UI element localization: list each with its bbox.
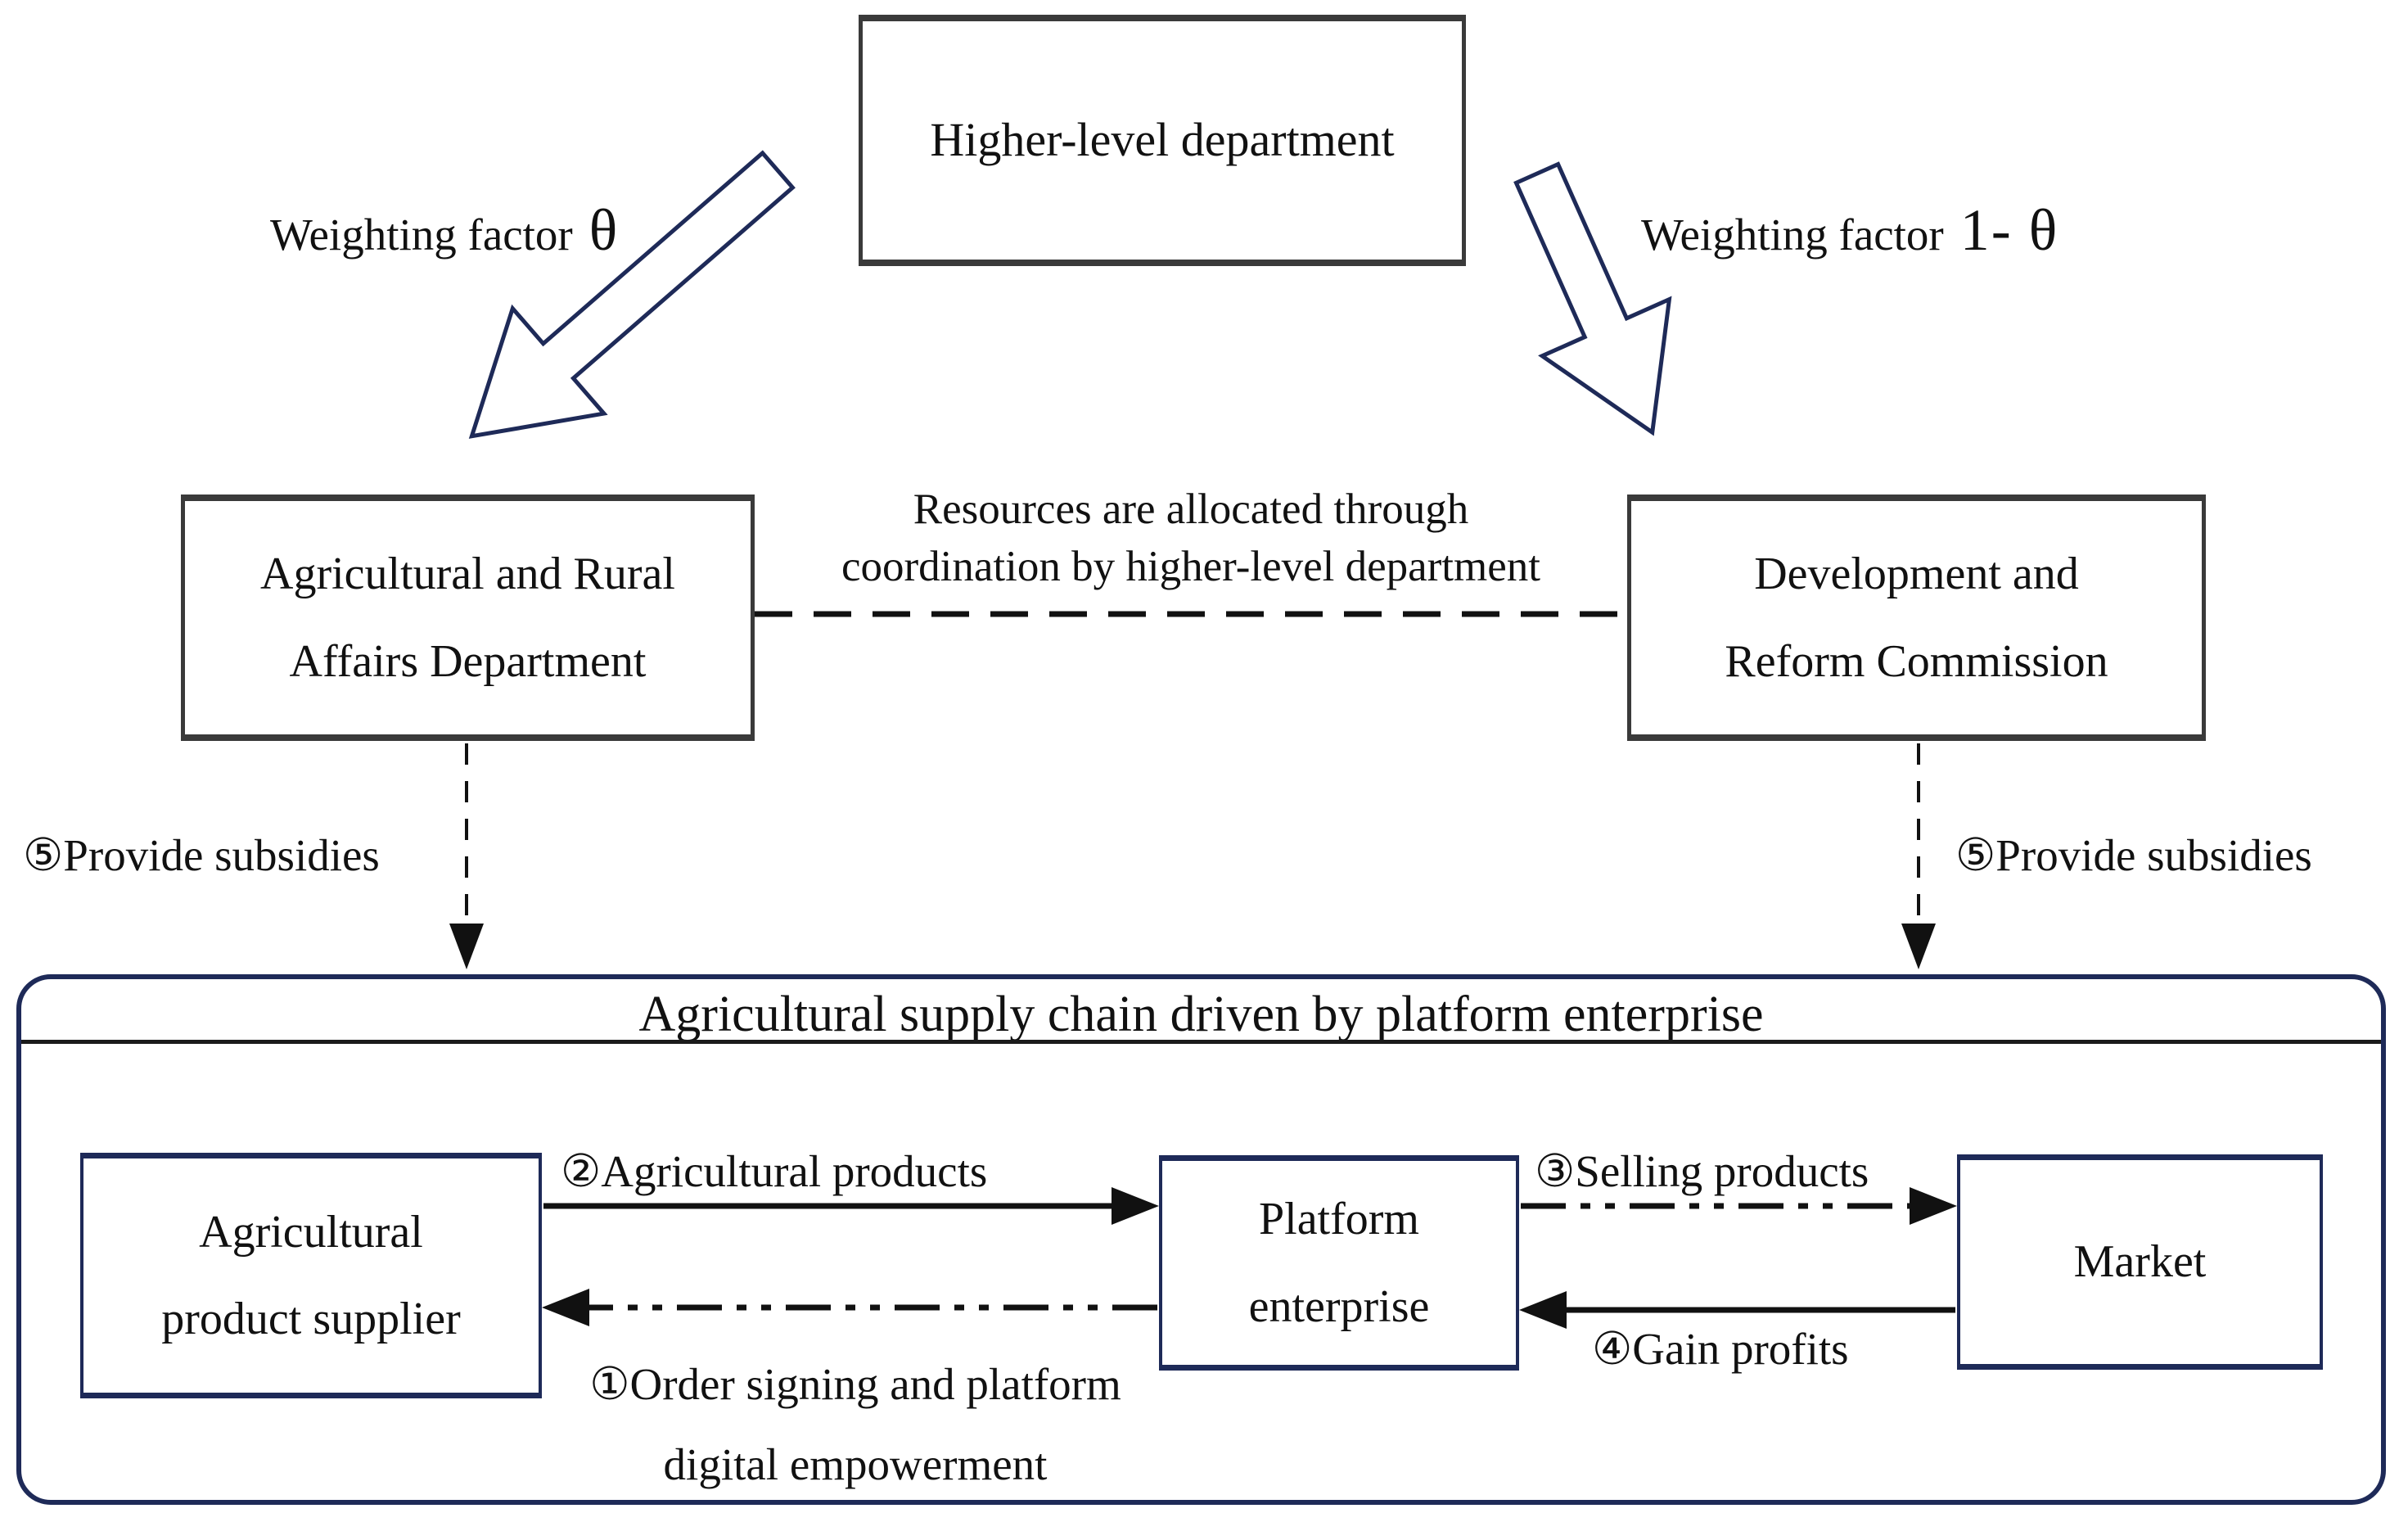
platform-enterprise-box: Platform enterprise xyxy=(1159,1155,1519,1371)
flow4-label: ④Gain profits xyxy=(1592,1324,1849,1374)
right-department-line2: Reform Commission xyxy=(1725,635,2108,687)
weighting-right-text: Weighting factor xyxy=(1641,210,1944,260)
flow4-arrow-head xyxy=(1519,1291,1567,1329)
weighting-right-symbol: 1- θ xyxy=(1959,197,2059,263)
higher-level-department-label: Higher-level department xyxy=(930,113,1395,167)
supply-chain-title: Agricultural supply chain driven by plat… xyxy=(638,987,1764,1042)
subsidy-arrow-right-head xyxy=(1901,924,1936,969)
supply-chain-title-divider xyxy=(21,1040,2381,1044)
market-label: Market xyxy=(2073,1236,2207,1288)
flow2-label: ②Agricultural products xyxy=(561,1146,988,1196)
weighting-left-text: Weighting factor xyxy=(270,210,573,260)
resource-note-line1: Resources are allocated through xyxy=(913,486,1469,533)
agricultural-rural-affairs-box: Agricultural and Rural Affairs Departmen… xyxy=(181,495,755,741)
flow1-line2: digital empowerment xyxy=(663,1438,1048,1489)
left-department-line1: Agricultural and Rural xyxy=(260,549,675,600)
agricultural-product-supplier-box: Agricultural product supplier xyxy=(80,1153,542,1398)
weighting-factor-left-label: Weighting factor θ xyxy=(270,196,619,264)
supply-chain-container: Agricultural supply chain driven by plat… xyxy=(16,974,2386,1505)
market-box: Market xyxy=(1957,1154,2323,1370)
subsidy-right-label: ⑤Provide subsidies xyxy=(1955,830,2312,880)
resource-note-line2: coordination by higher-level department xyxy=(841,542,1540,590)
weighting-left-block-arrow xyxy=(468,150,796,439)
supplier-line1: Agricultural xyxy=(199,1206,423,1258)
subsidy-left-label: ⑤Provide subsidies xyxy=(23,830,380,880)
flow1-label: ①Order signing and platform digital empo… xyxy=(524,1344,1187,1505)
flow3-arrow-head xyxy=(1910,1187,1957,1225)
flow2-arrow-head xyxy=(1112,1187,1159,1225)
platform-line1: Platform xyxy=(1259,1194,1419,1245)
flow1-arrow-head xyxy=(542,1289,589,1326)
left-department-line2: Affairs Department xyxy=(289,635,647,687)
resource-allocation-note: Resources are allocated through coordina… xyxy=(753,481,1629,596)
weighting-factor-right-label: Weighting factor 1- θ xyxy=(1641,196,2059,264)
weighting-right-block-arrow xyxy=(1513,161,1672,436)
right-department-line1: Development and xyxy=(1754,549,2079,600)
supplier-line2: product supplier xyxy=(161,1294,461,1344)
platform-line2: enterprise xyxy=(1248,1280,1430,1332)
flow3-label: ③Selling products xyxy=(1535,1146,1869,1196)
flow1-line1: ①Order signing and platform xyxy=(589,1359,1121,1409)
development-reform-commission-box: Development and Reform Commission xyxy=(1627,495,2206,741)
weighting-left-symbol: θ xyxy=(588,197,620,263)
subsidy-arrow-left-head xyxy=(449,924,484,969)
higher-level-department-box: Higher-level department xyxy=(859,15,1466,266)
